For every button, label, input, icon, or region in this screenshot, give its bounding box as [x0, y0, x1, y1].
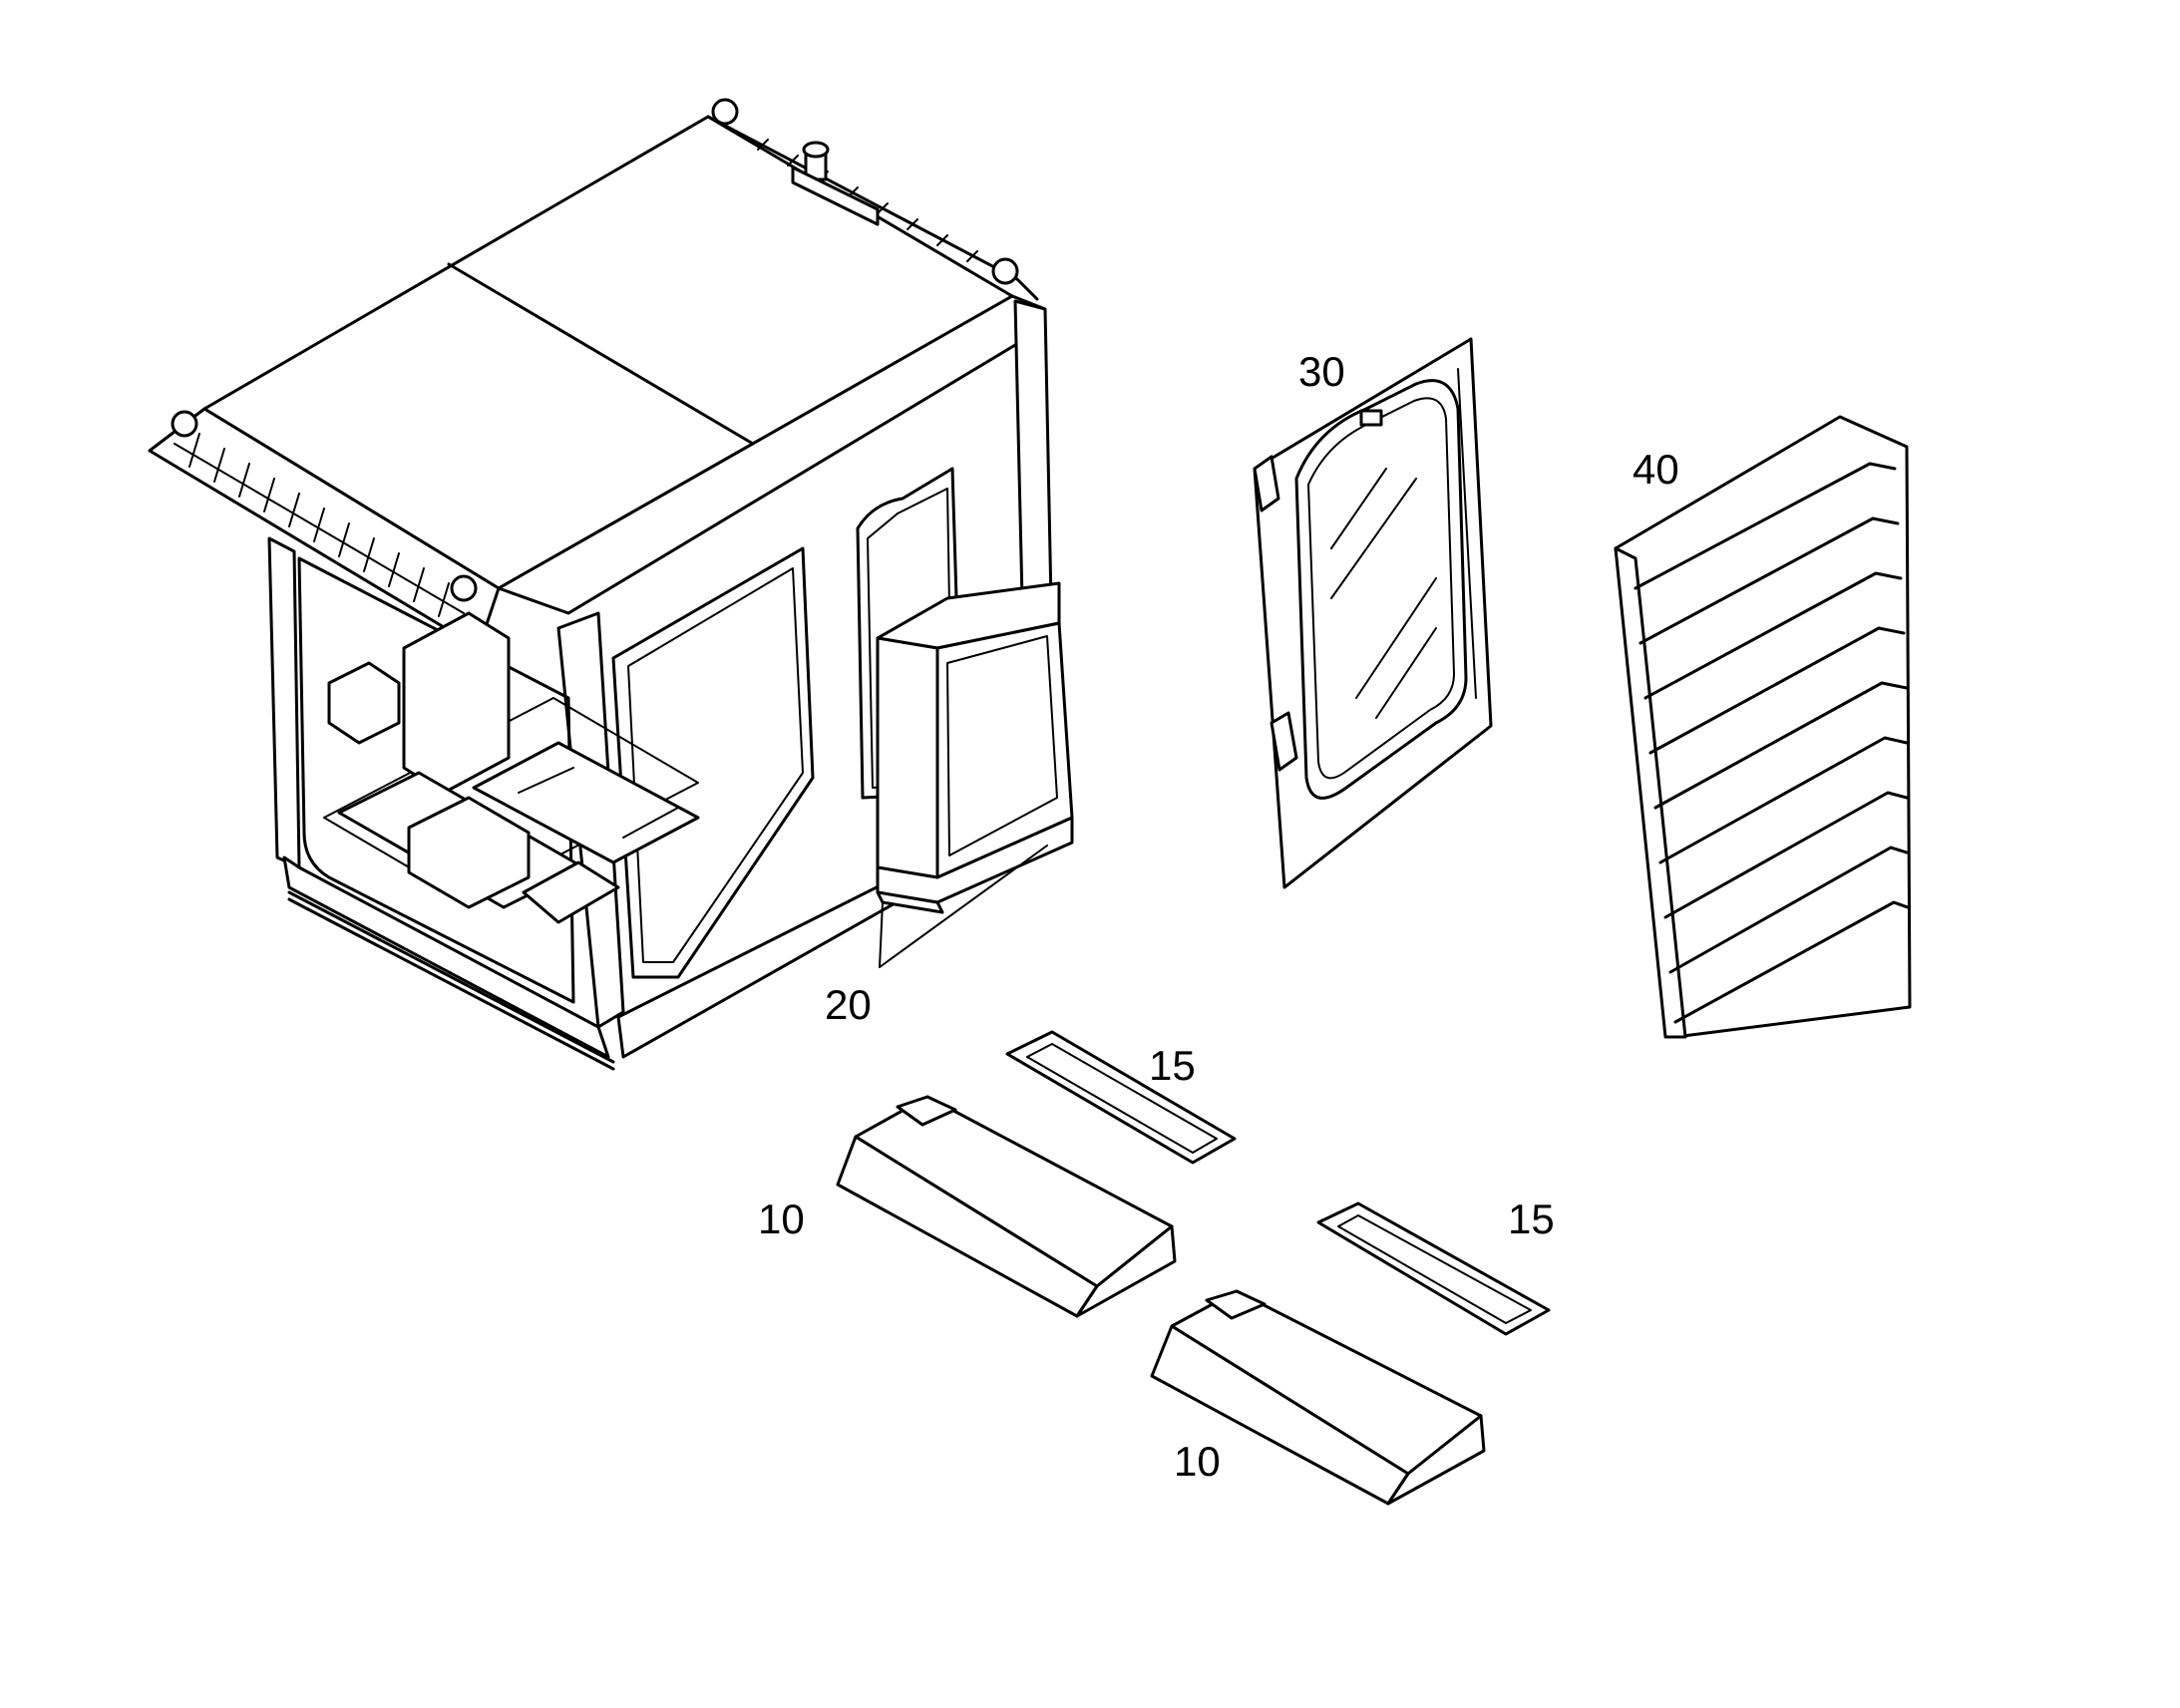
floor-footrest	[522, 860, 620, 924]
cab-frame	[148, 98, 1057, 1071]
callout-30: 30	[1298, 348, 1345, 395]
operator-seat-base	[472, 741, 700, 864]
roof-vent-cap	[802, 141, 830, 159]
pedal-assembly	[407, 796, 531, 909]
callout-15-lower: 15	[1508, 1196, 1555, 1242]
cab-left-rear-post	[267, 536, 301, 869]
part-window-screen	[876, 581, 1074, 914]
cab-front-sill	[282, 855, 610, 1059]
cab-front-opening	[297, 556, 575, 1004]
door-hinge-bottom	[1270, 711, 1298, 772]
part-vent-housing-lower	[1150, 1289, 1486, 1506]
screen-front-face	[876, 636, 939, 879]
roof-panel-seam	[447, 262, 755, 446]
lifting-eye-rear-left	[711, 98, 739, 126]
lifting-eye-rear-right	[991, 257, 1019, 285]
filter-lower-mesh	[1337, 1214, 1532, 1324]
part-vent-housing-upper	[836, 1095, 1177, 1318]
operator-seat-back	[402, 611, 511, 795]
door-window-pane	[1294, 379, 1468, 800]
callout-10-lower: 10	[1174, 1438, 1221, 1485]
leader-20-b	[879, 845, 1048, 968]
housing-upper-tab	[896, 1095, 957, 1127]
part-vent-filter-upper	[1005, 1030, 1237, 1165]
callout-10-upper: 10	[758, 1196, 805, 1242]
control-box	[327, 661, 401, 745]
cab-side-opening	[611, 546, 815, 979]
filter-upper-mesh	[1026, 1043, 1218, 1154]
leader-lines	[879, 845, 1048, 968]
screen-foot	[876, 890, 944, 914]
callout-40: 40	[1633, 446, 1679, 493]
filter-upper-frame	[1005, 1030, 1237, 1165]
callout-labels: 20 30 40 15 15 10 10	[758, 348, 1679, 1485]
lifting-eye-front-right	[450, 574, 478, 602]
housing-lower-end	[1386, 1414, 1486, 1506]
part-vent-filter-lower	[1316, 1201, 1551, 1336]
leader-20-a	[879, 901, 884, 968]
glass-reflection	[1330, 468, 1387, 549]
part-louvered-screen	[1614, 415, 1912, 1039]
callout-20: 20	[825, 981, 872, 1028]
part-door-window	[1253, 337, 1493, 889]
louver-slats	[1634, 462, 1910, 1024]
lifting-eye-front-left	[171, 410, 198, 438]
housing-lower-tab	[1205, 1289, 1267, 1320]
door-hinge-top	[1253, 455, 1280, 512]
filter-lower-frame	[1316, 1201, 1551, 1336]
screen-inner-panel	[946, 635, 1058, 856]
roof-vent-base	[791, 166, 880, 226]
door-latch	[1359, 409, 1383, 427]
housing-upper-end	[1075, 1224, 1177, 1318]
callout-15-upper: 15	[1149, 1042, 1196, 1089]
roof-grate	[174, 433, 465, 617]
